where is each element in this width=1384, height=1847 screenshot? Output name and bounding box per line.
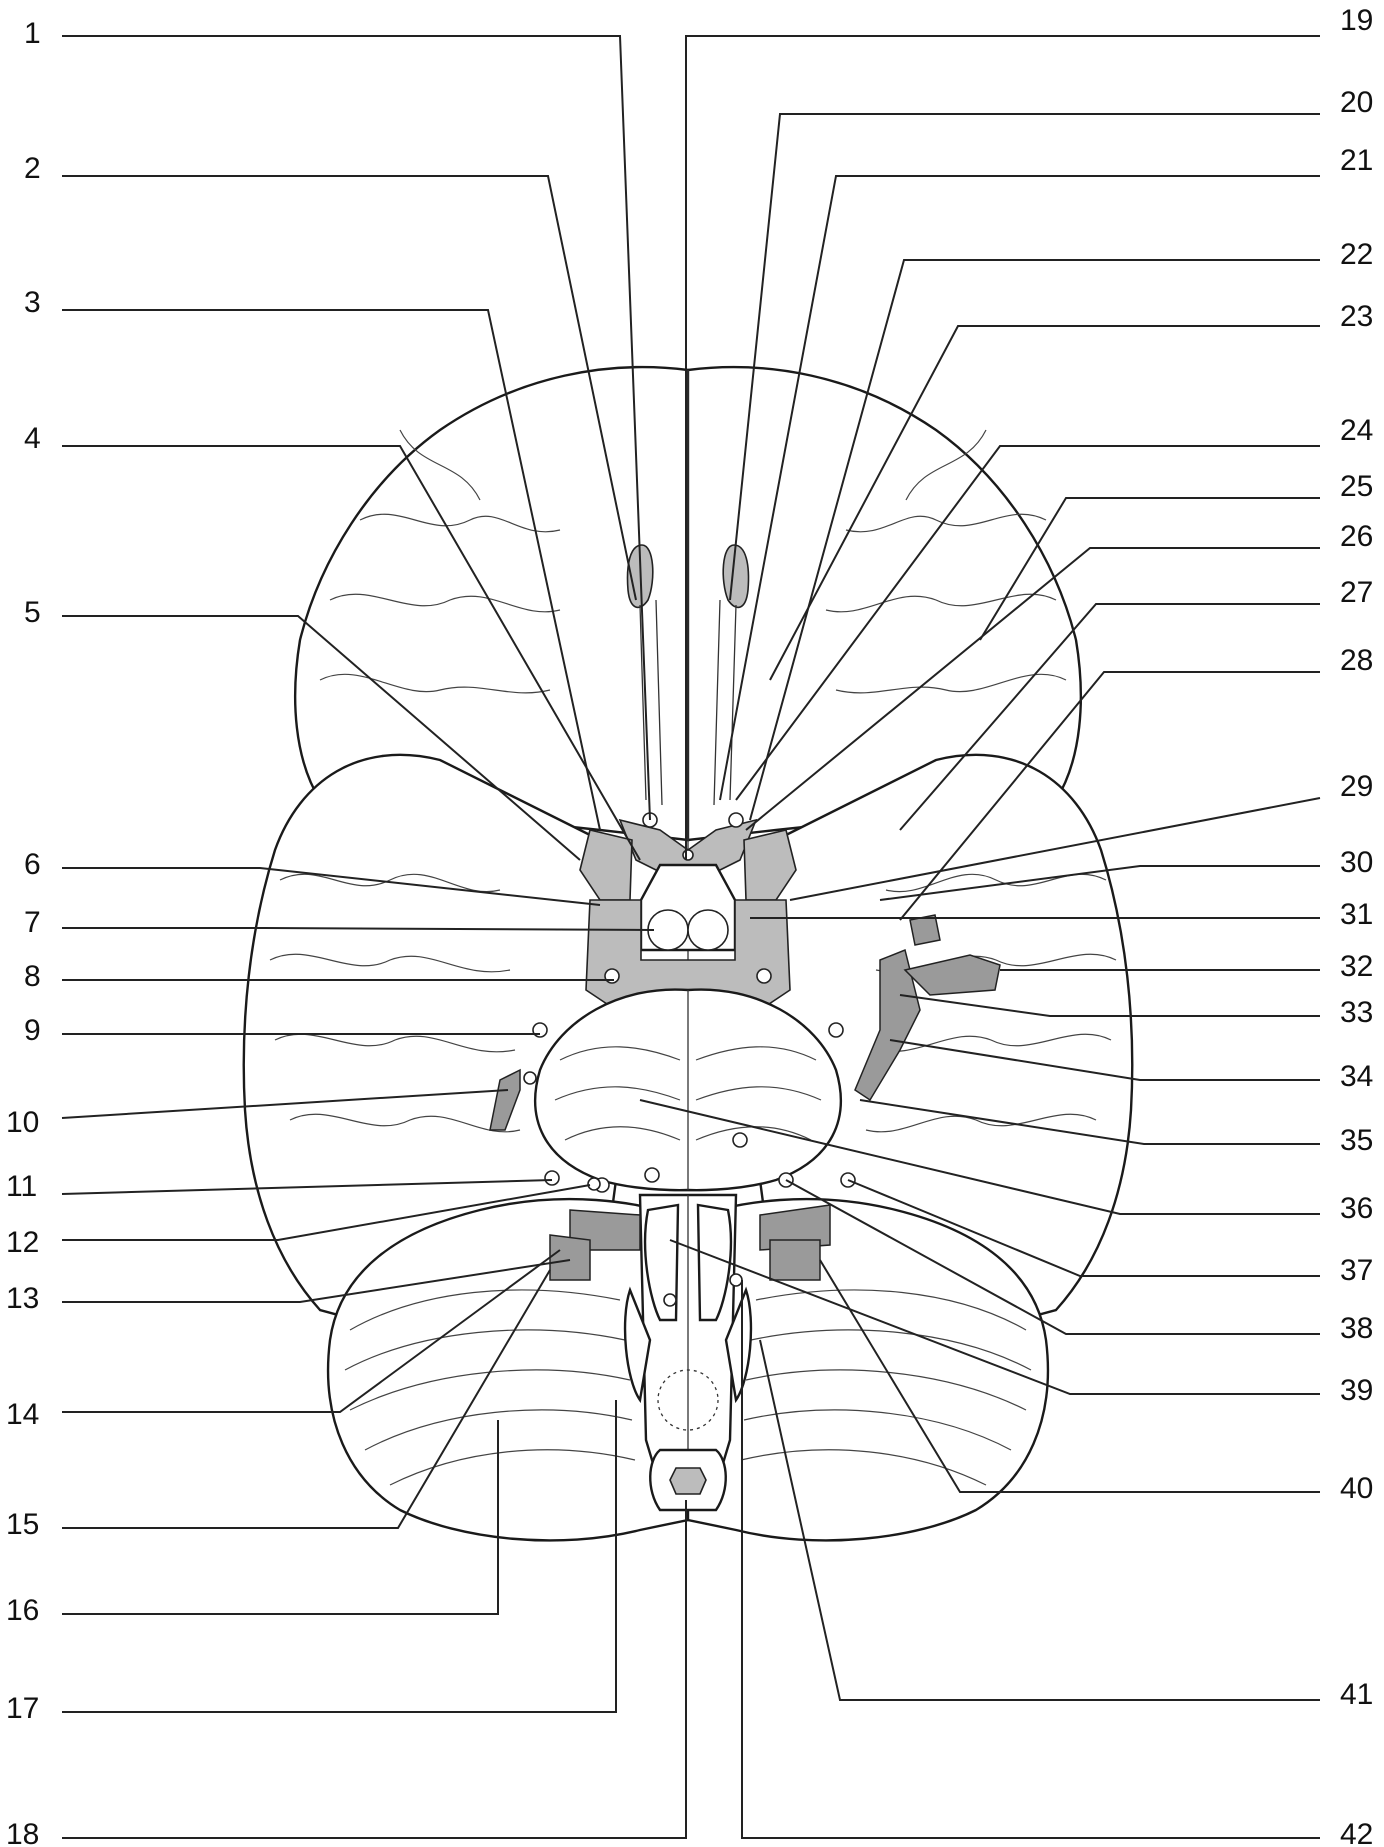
label-18: 18 bbox=[6, 1818, 39, 1847]
mammillary-body-right bbox=[688, 910, 728, 950]
vagus-bundle-right bbox=[770, 1240, 820, 1280]
label-4: 4 bbox=[24, 422, 41, 455]
label-40: 40 bbox=[1340, 1472, 1373, 1505]
label-27: 27 bbox=[1340, 576, 1373, 609]
brain-illustration bbox=[244, 367, 1133, 1540]
label-10: 10 bbox=[6, 1106, 39, 1139]
abducens-nerve-left bbox=[545, 1171, 559, 1185]
label-3: 3 bbox=[24, 286, 41, 319]
label-29: 29 bbox=[1340, 770, 1373, 803]
label-21: 21 bbox=[1340, 144, 1373, 177]
label-22: 22 bbox=[1340, 238, 1373, 271]
label-33: 33 bbox=[1340, 996, 1373, 1029]
label-17: 17 bbox=[6, 1692, 39, 1725]
label-8: 8 bbox=[24, 960, 41, 993]
label-28: 28 bbox=[1340, 644, 1373, 677]
abducens-root-right bbox=[733, 1133, 747, 1147]
label-2: 2 bbox=[24, 152, 41, 185]
label-24: 24 bbox=[1340, 414, 1373, 447]
label-16: 16 bbox=[6, 1594, 39, 1627]
label-37: 37 bbox=[1340, 1254, 1373, 1287]
label-7: 7 bbox=[24, 906, 41, 939]
olfactory-bulb-right bbox=[723, 545, 748, 607]
label-9: 9 bbox=[24, 1014, 41, 1047]
label-35: 35 bbox=[1340, 1124, 1373, 1157]
label-30: 30 bbox=[1340, 846, 1373, 879]
label-34: 34 bbox=[1340, 1060, 1373, 1093]
label-5: 5 bbox=[24, 596, 41, 629]
trochlear-nerve-right bbox=[829, 1023, 843, 1037]
label-12: 12 bbox=[6, 1226, 39, 1259]
oculomotor-nerve-right bbox=[757, 969, 771, 983]
label-25: 25 bbox=[1340, 470, 1373, 503]
label-6: 6 bbox=[24, 848, 41, 881]
label-36: 36 bbox=[1340, 1192, 1373, 1225]
vagus-bundle-left bbox=[550, 1235, 590, 1280]
hypoglossal-nerve-right bbox=[730, 1274, 742, 1286]
optic-nerve-right bbox=[729, 813, 743, 827]
label-20: 20 bbox=[1340, 86, 1373, 119]
infundibulum bbox=[683, 850, 693, 860]
label-32: 32 bbox=[1340, 950, 1373, 983]
vestibulocochlear-nerve-left bbox=[588, 1178, 600, 1190]
abducens-root-left bbox=[645, 1168, 659, 1182]
spinal-grey-matter bbox=[670, 1468, 706, 1494]
label-41: 41 bbox=[1340, 1678, 1373, 1711]
hypoglossal-nerve-left bbox=[664, 1294, 676, 1306]
trigeminal-branch-upper-right bbox=[910, 915, 940, 945]
leader-18 bbox=[62, 1500, 686, 1838]
label-11: 11 bbox=[6, 1170, 37, 1203]
label-19: 19 bbox=[1340, 4, 1373, 37]
label-31: 31 bbox=[1340, 898, 1373, 931]
label-14: 14 bbox=[6, 1398, 39, 1431]
label-42: 42 bbox=[1340, 1818, 1373, 1847]
label-23: 23 bbox=[1340, 300, 1373, 333]
label-13: 13 bbox=[6, 1282, 39, 1315]
label-39: 39 bbox=[1340, 1374, 1373, 1407]
label-38: 38 bbox=[1340, 1312, 1373, 1345]
trigeminal-root-left bbox=[524, 1072, 536, 1084]
label-1: 1 bbox=[24, 17, 41, 50]
label-15: 15 bbox=[6, 1508, 39, 1541]
label-26: 26 bbox=[1340, 520, 1373, 553]
